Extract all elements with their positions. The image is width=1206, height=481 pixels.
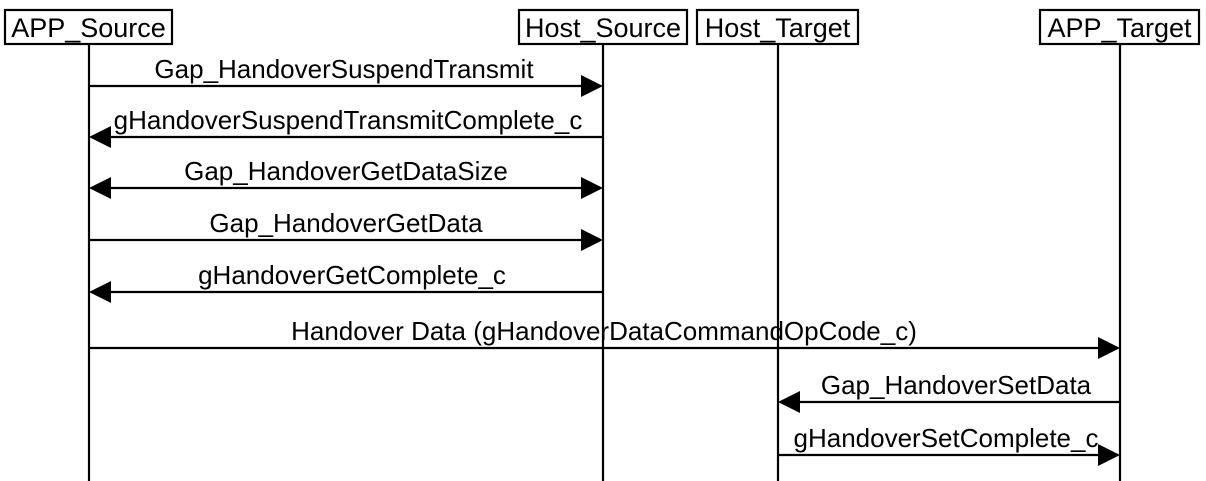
actor-header-host-target[interactable]: Host_Target <box>695 8 860 46</box>
actor-box-host-source <box>517 8 689 46</box>
message-handover-data[interactable]: Handover Data (gHandoverDataCommandOpCod… <box>89 316 1120 359</box>
arrowhead-right <box>1098 337 1120 359</box>
message-ghandover-get-complete-c[interactable]: gHandoverGetComplete_c <box>89 260 603 303</box>
message-label: gHandoverGetComplete_c <box>198 260 506 290</box>
arrowhead-left <box>89 177 111 199</box>
arrowhead-right <box>581 177 603 199</box>
message-label: Gap_HandoverSuspendTransmit <box>154 54 534 84</box>
message-label: Gap_HandoverGetDataSize <box>184 156 508 186</box>
message-gap-handover-suspend-transmit[interactable]: Gap_HandoverSuspendTransmit <box>89 54 603 97</box>
message-label: gHandoverSuspendTransmitComplete_c <box>114 105 583 135</box>
actor-header-host-source[interactable]: Host_Source <box>517 8 689 46</box>
arrowhead-left <box>778 391 800 413</box>
message-gap-handover-get-data-size[interactable]: Gap_HandoverGetDataSize <box>89 156 603 199</box>
actor-label-app-target: APP_Target <box>1047 13 1192 43</box>
arrowhead-right <box>581 229 603 251</box>
message-ghandover-suspend-transmit-complete-c[interactable]: gHandoverSuspendTransmitComplete_c <box>89 105 603 148</box>
actor-box-host-target <box>695 8 860 46</box>
message-label: Gap_HandoverSetData <box>821 370 1092 400</box>
message-gap-handover-set-data[interactable]: Gap_HandoverSetData <box>778 370 1120 413</box>
actor-box-app-source <box>3 8 174 46</box>
lifelines-group <box>87 44 1122 481</box>
actor-header-app-source[interactable]: APP_Source <box>3 8 174 46</box>
actor-label-host-target: Host_Target <box>705 13 851 43</box>
arrowhead-left <box>89 126 111 148</box>
actor-box-app-target <box>1038 8 1201 46</box>
actor-label-app-source: APP_Source <box>11 13 166 43</box>
actor-headers-group: APP_Source Host_Source Host_Target APP_T… <box>3 8 1201 46</box>
arrowhead-right <box>1098 444 1120 466</box>
message-gap-handover-get-data[interactable]: Gap_HandoverGetData <box>89 208 603 251</box>
message-label: Handover Data (gHandoverDataCommandOpCod… <box>291 316 917 346</box>
message-label: Gap_HandoverGetData <box>209 208 483 238</box>
actor-header-app-target[interactable]: APP_Target <box>1038 8 1201 46</box>
message-label: gHandoverSetComplete_c <box>794 423 1099 453</box>
actor-label-host-source: Host_Source <box>525 13 681 43</box>
arrowhead-right <box>581 75 603 97</box>
arrowhead-left <box>89 281 111 303</box>
message-ghandover-set-complete-c[interactable]: gHandoverSetComplete_c <box>778 423 1120 466</box>
